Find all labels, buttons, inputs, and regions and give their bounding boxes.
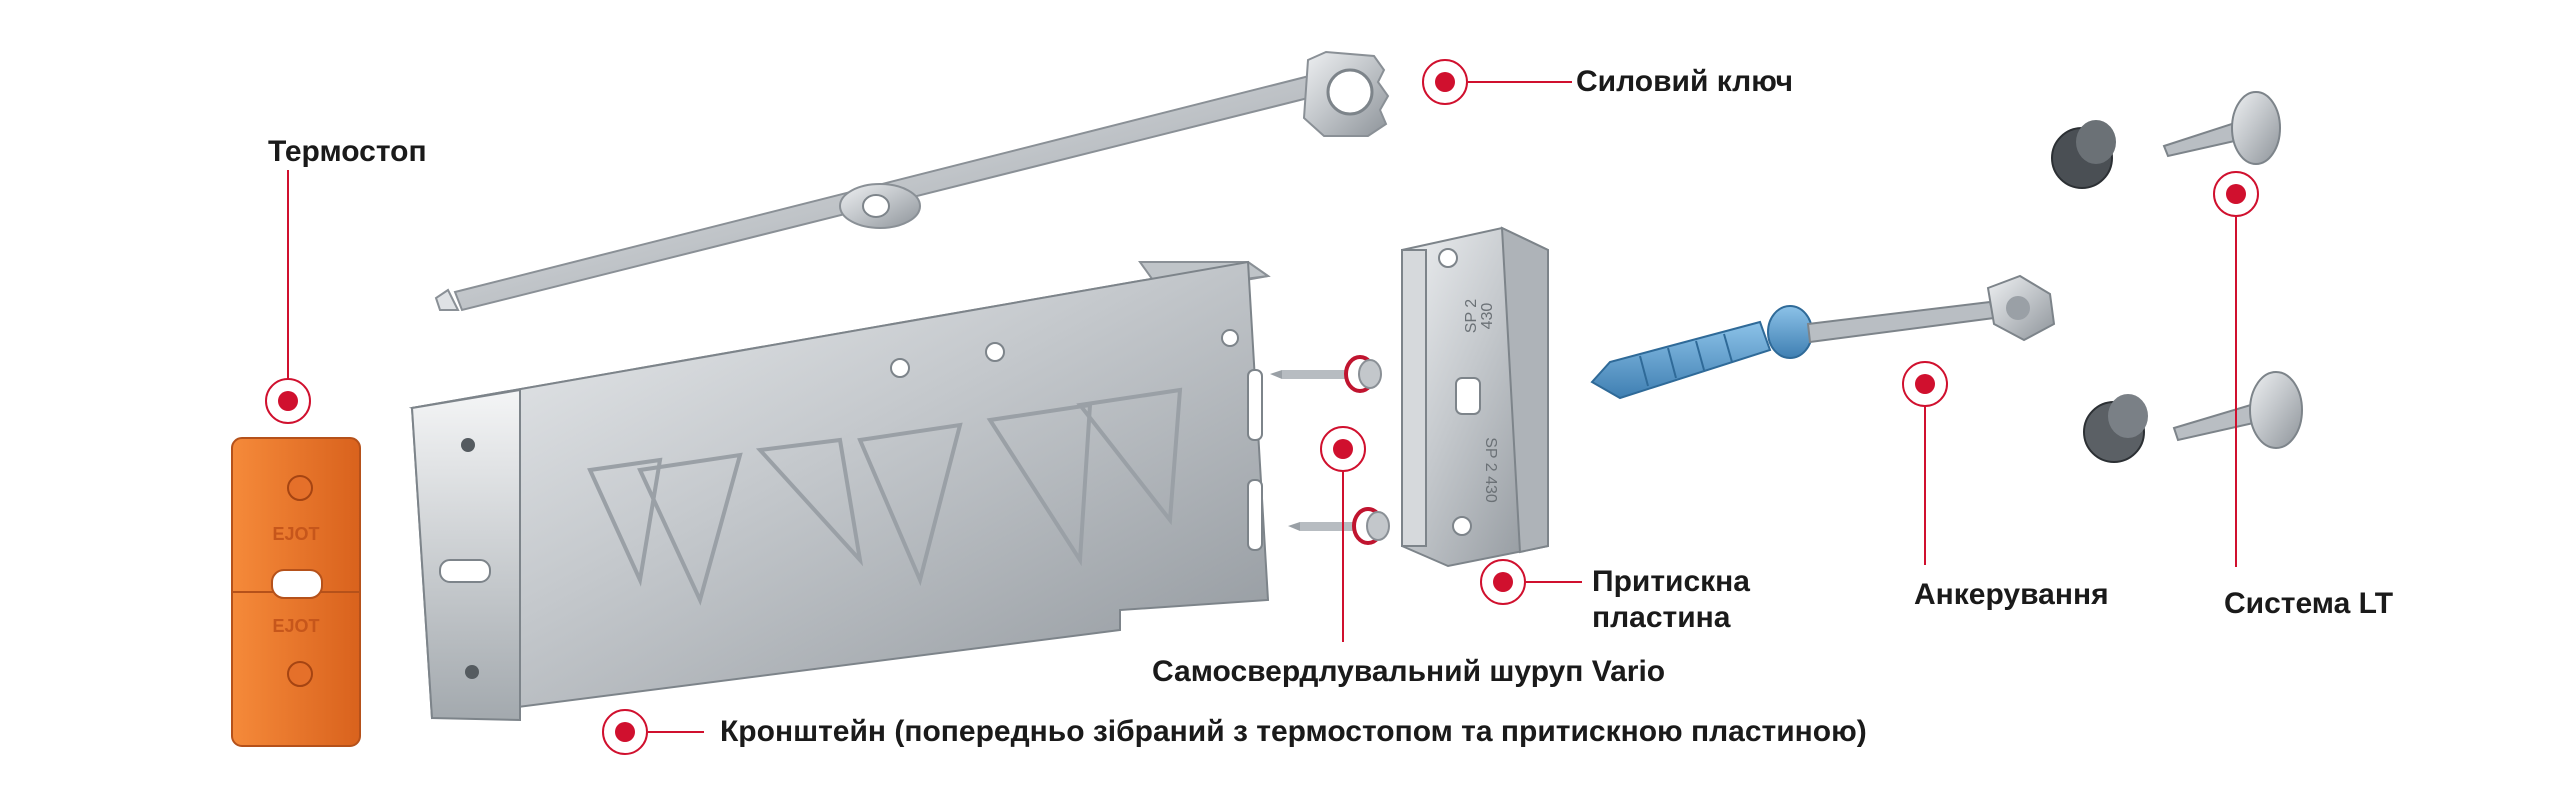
bracket-marker <box>602 709 648 755</box>
plate-mark-mid: 430 <box>1479 303 1496 330</box>
pressure-plate-label-line2: пластина <box>1592 601 1731 634</box>
vario-screw-part <box>1270 355 1390 545</box>
anchor-part <box>1590 274 2056 400</box>
thermostop-label: Термостоп <box>268 135 427 168</box>
power-key-leader-line <box>1468 81 1572 83</box>
power-key-label: Силовий ключ <box>1576 65 1794 98</box>
bracket-label: Кронштейн (попередньо зібраний з термост… <box>720 715 1867 748</box>
plate-mark-bottom: SP 2 430 <box>1482 437 1499 503</box>
anchoring-label: Анкерування <box>1914 578 2109 611</box>
bracket-leader-line <box>648 731 704 733</box>
power-key-marker <box>1422 59 1468 105</box>
thermostop-part: EJOT EJOT <box>231 437 361 747</box>
bracket-part <box>408 260 1271 722</box>
pressure-plate-label-line1: Притискна <box>1592 565 1750 598</box>
plate-mark-top: SP 2 <box>1463 299 1480 334</box>
thermostop-leader-line <box>287 170 289 382</box>
thermostop-mark-bottom: EJOT <box>272 616 319 636</box>
lt-system-label: Система LT <box>2224 587 2394 620</box>
pressure-plate-label: Притискна пластина <box>1592 564 1750 636</box>
thermostop-mark-top: EJOT <box>272 524 319 544</box>
thermostop-marker <box>265 378 311 424</box>
lt-system-marker <box>2213 171 2259 217</box>
lt-system-part <box>2051 91 2303 463</box>
pressure-plate-part: SP 2 430 SP 2 430 <box>1401 226 1549 568</box>
vario-screw-leader-line <box>1342 472 1344 642</box>
anchoring-leader-line <box>1924 405 1926 565</box>
power-key-part <box>434 50 1390 312</box>
lt-system-leader-line <box>2235 217 2237 567</box>
vario-screw-marker <box>1320 426 1366 472</box>
pressure-plate-leader-line <box>1526 581 1582 583</box>
pressure-plate-marker <box>1480 559 1526 605</box>
anchoring-marker <box>1902 361 1948 407</box>
vario-screw-label: Самосвердлувальний шуруп Vario <box>1152 655 1666 688</box>
